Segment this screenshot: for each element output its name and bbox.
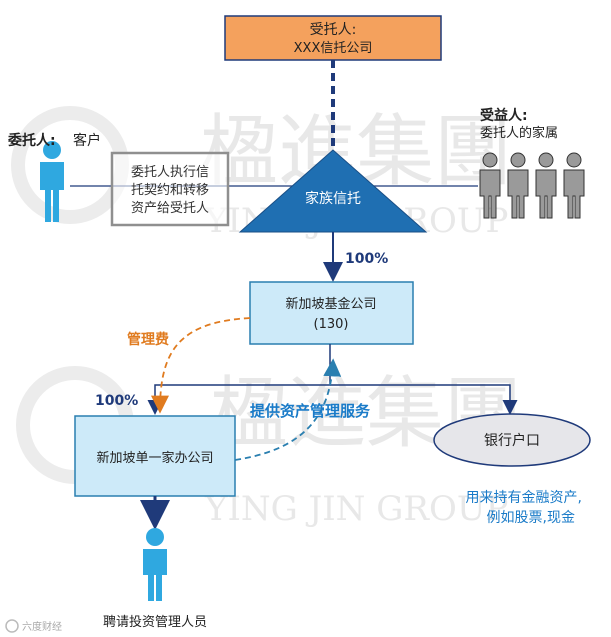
beneficiaries-group-icon <box>479 152 585 219</box>
ownership-top-label: 100% <box>345 251 388 267</box>
bank-note-line1: 用来持有金融资产, <box>466 490 582 506</box>
settlor-action-line3: 资产给受托人 <box>131 201 209 216</box>
bank-account-node: 银行户口 <box>433 413 591 467</box>
trustee-box: 受托人: XXX信托公司 <box>224 15 442 61</box>
management-fee-arrow <box>151 317 251 414</box>
beneficiary-label: 受益人: <box>480 107 528 124</box>
settlor-action-line2: 托契约和转移 <box>131 183 209 198</box>
fund-to-bank-arrow <box>330 384 518 415</box>
asset-service-arrow <box>234 358 342 461</box>
management-fee-label: 管理费 <box>127 331 169 348</box>
watermark-bottom: 楹進集團 YING JIN GROUP <box>16 366 522 529</box>
bank-note-line2: 例如股票,现金 <box>487 510 575 526</box>
settlor-label: 委托人: <box>7 132 56 149</box>
settlor-action-line1: 委托人执行信 <box>131 165 209 180</box>
family-trust-label: 家族信托 <box>305 190 361 207</box>
trustee-name: XXX信托公司 <box>294 41 373 56</box>
family-office-box: 新加坡单一家办公司 <box>74 415 236 497</box>
ownership-left-label: 100% <box>95 393 138 409</box>
beneficiary-value: 委托人的家属 <box>480 125 558 141</box>
settlor-value: 客户 <box>73 132 101 149</box>
settlor-person-icon <box>40 141 64 222</box>
family-office-label: 新加坡单一家办公司 <box>96 450 213 466</box>
bank-account-label: 银行户口 <box>484 432 540 449</box>
trustee-title: 受托人: <box>310 22 357 38</box>
fund-company-name: 新加坡基金公司 <box>285 296 376 312</box>
staff-person-icon <box>143 528 167 601</box>
asset-service-label: 提供资产管理服务 <box>250 402 371 420</box>
fund-company-box: 新加坡基金公司 (130) <box>249 281 414 345</box>
source-watermark-text: 六度财经 <box>22 620 62 633</box>
fund-company-number: (130) <box>314 317 349 332</box>
watermark-en-bottom: YING JIN GROUP <box>204 489 508 529</box>
source-watermark: 六度财经 <box>5 619 62 633</box>
hire-staff-label: 聘请投资管理人员 <box>103 614 207 630</box>
settlor-action-box: 委托人执行信 托契约和转移 资产给受托人 <box>110 151 230 227</box>
